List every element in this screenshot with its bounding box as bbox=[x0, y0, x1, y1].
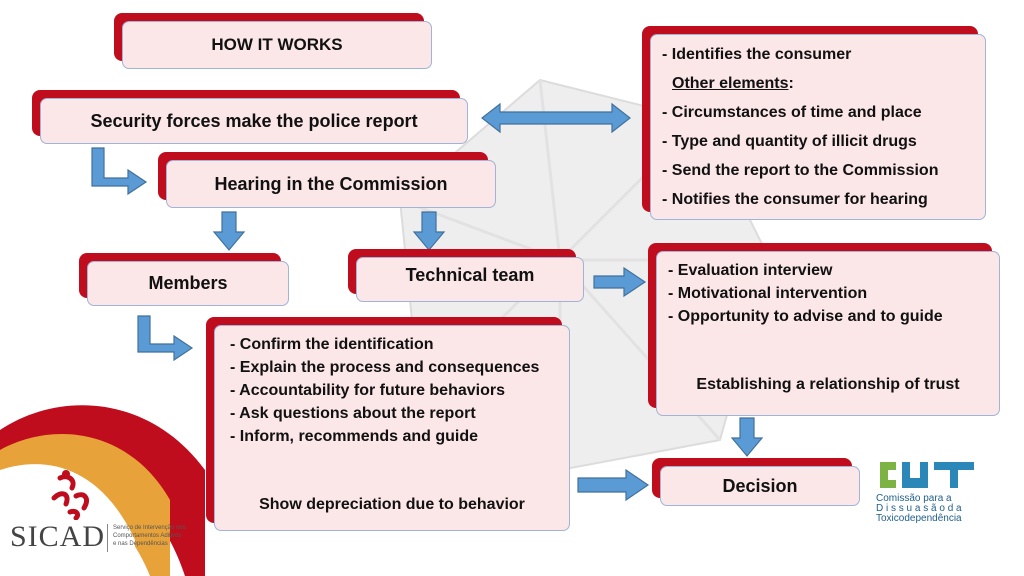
list-item: - Identifies the consumer bbox=[662, 46, 852, 63]
sicad-name: SICAD bbox=[10, 520, 106, 553]
cdt-logo: Comissão para a D i s s u a s ã o d a To… bbox=[876, 458, 1016, 528]
consumer-elements-box: - Identifies the consumer Other elements… bbox=[642, 26, 986, 220]
sicad-figure-icon bbox=[51, 470, 89, 520]
decision-label: Decision bbox=[722, 475, 798, 496]
hearing-label: Hearing in the Commission bbox=[214, 173, 448, 194]
members-box: Members bbox=[79, 253, 289, 306]
list-item: - Ask questions about the report bbox=[230, 405, 476, 422]
police-report-box: Security forces make the police report bbox=[32, 90, 468, 144]
other-elements-colon: : bbox=[788, 75, 794, 92]
page-title: HOW IT WORKS bbox=[211, 35, 343, 54]
technical-detail-list: - Evaluation interview - Motivational in… bbox=[656, 251, 1000, 416]
sicad-tagline-line: Comportamentos Aditivos bbox=[113, 533, 182, 539]
list-item: - Type and quantity of illicit drugs bbox=[662, 133, 917, 150]
list-item: - Send the report to the Commission bbox=[662, 162, 939, 179]
technical-team-box: Technical team bbox=[348, 249, 584, 302]
sicad-tagline-line: e nas Dependências bbox=[113, 541, 168, 547]
cdt-text: Comissão para a D i s s u a s ã o d a To… bbox=[876, 494, 962, 524]
other-elements-label: Other elements bbox=[672, 75, 789, 92]
police-report-label: Security forces make the police report bbox=[90, 110, 418, 131]
cdt-mark-icon bbox=[880, 462, 974, 488]
list-item: - Explain the process and consequences bbox=[230, 359, 540, 376]
trust-label: Establishing a relationship of trust bbox=[696, 376, 960, 393]
title-box: HOW IT WORKS bbox=[114, 13, 432, 69]
consumer-elements-list: - Identifies the consumer Other elements… bbox=[650, 34, 986, 220]
list-item: - Accountability for future behaviors bbox=[230, 382, 505, 399]
sicad-tagline-line: Serviço de Intervenção nos bbox=[113, 525, 186, 531]
list-item: - Opportunity to advise and to guide bbox=[668, 308, 943, 325]
list-item: - Motivational intervention bbox=[668, 285, 868, 302]
cdt-text-line: D i s s u a s ã o d a bbox=[876, 503, 962, 514]
members-label: Members bbox=[148, 273, 228, 293]
list-item: - Inform, recommends and guide bbox=[230, 428, 479, 445]
list-item: - Notifies the consumer for hearing bbox=[662, 191, 928, 208]
members-detail-box: - Confirm the identification - Explain t… bbox=[206, 317, 570, 531]
technical-team-label: Technical team bbox=[405, 265, 535, 285]
sicad-tagline: Serviço de Intervenção nos Comportamento… bbox=[113, 524, 186, 548]
members-detail-list: - Confirm the identification - Explain t… bbox=[214, 325, 570, 531]
technical-detail-box: - Evaluation interview - Motivational in… bbox=[648, 243, 1000, 416]
cdt-text-line: Toxicodependência bbox=[876, 513, 962, 524]
list-item: Other elements: bbox=[662, 69, 794, 98]
depreciation-label: Show depreciation due to behavior bbox=[259, 496, 525, 513]
list-item: - Evaluation interview bbox=[668, 262, 833, 279]
cdt-text-line: Comissão para a bbox=[876, 493, 952, 504]
hearing-box: Hearing in the Commission bbox=[158, 152, 496, 208]
list-item: - Confirm the identification bbox=[230, 336, 434, 353]
list-item: - Circumstances of time and place bbox=[662, 104, 922, 121]
decision-box: Decision bbox=[652, 458, 860, 506]
sicad-logo: SICAD Serviço de Intervenção nos Comport… bbox=[10, 468, 210, 568]
